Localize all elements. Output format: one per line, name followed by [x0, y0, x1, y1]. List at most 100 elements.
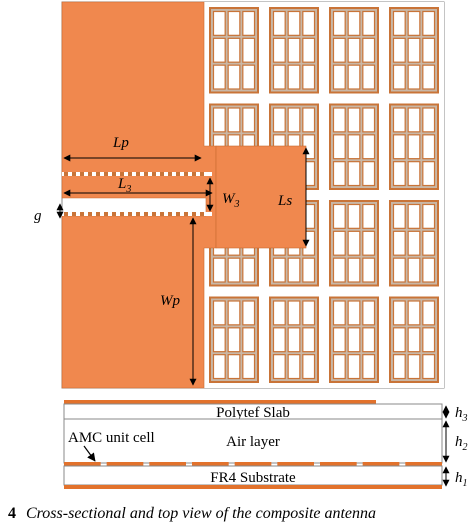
amc-segment [192, 462, 229, 466]
polytef-strip [64, 400, 376, 404]
amc-subcell [332, 134, 346, 160]
amc-subcell [422, 134, 436, 160]
amc-subcell [212, 107, 226, 133]
amc-subcell [227, 37, 241, 63]
polytef-label: Polytef Slab [216, 405, 290, 421]
gap-dash [200, 212, 204, 216]
amc-subcell [362, 230, 376, 256]
amc-segment [405, 462, 442, 466]
amc-subcell [332, 64, 346, 90]
amc-subcell [242, 107, 256, 133]
amc-segments [64, 462, 442, 466]
gap-dash [104, 172, 108, 176]
amc-segment [149, 462, 186, 466]
cross-section: Polytef Slab Air layer AMC unit cell FR4… [63, 400, 468, 489]
amc-subcell [272, 327, 286, 353]
amc-subcell [227, 107, 241, 133]
amc-subcell [407, 134, 421, 160]
gap-dash [96, 212, 100, 216]
amc-subcell [287, 354, 301, 380]
amc-subcell [422, 327, 436, 353]
amc-subcell [242, 10, 256, 36]
gap-dash [144, 172, 148, 176]
amc-subcell [272, 300, 286, 326]
amc-subcell [302, 64, 316, 90]
amc-subcell [407, 37, 421, 63]
amc-subcell [362, 10, 376, 36]
gap-dash [176, 212, 180, 216]
gap-dash [80, 172, 84, 176]
amc-subcell [287, 64, 301, 90]
amc-segment [277, 462, 314, 466]
gap-dash [152, 172, 156, 176]
amc-subcell [287, 107, 301, 133]
l3-label: L3 [117, 176, 131, 195]
amc-grid [204, 2, 444, 388]
amc-segment [64, 462, 101, 466]
amc-subcell [287, 10, 301, 36]
amc-subcell [242, 300, 256, 326]
amc-subcell [392, 203, 406, 229]
amc-subcell [362, 107, 376, 133]
amc-segment [106, 462, 144, 466]
amc-subcell [332, 230, 346, 256]
amc-subcell [407, 10, 421, 36]
amc-subcell [332, 354, 346, 380]
amc-subcell [347, 134, 361, 160]
amc-subcell [347, 327, 361, 353]
amc-subcell [392, 64, 406, 90]
amc-subcell [422, 161, 436, 187]
amc-subcell [347, 161, 361, 187]
amc-subcell [347, 64, 361, 90]
amc-subcell [272, 10, 286, 36]
amc-subcell [227, 10, 241, 36]
gap-dash [64, 172, 68, 176]
amc-subcell [347, 37, 361, 63]
amc-segment [320, 462, 357, 466]
amc-subcell [332, 37, 346, 63]
amc-subcell [212, 64, 226, 90]
amc-subcell [332, 161, 346, 187]
gap-dash [136, 172, 140, 176]
amc-subcell [302, 327, 316, 353]
amc-subcell [302, 10, 316, 36]
gap-dash [88, 212, 92, 216]
amc-subcell [362, 327, 376, 353]
amc-subcell [347, 354, 361, 380]
gap-dash [96, 172, 100, 176]
wp-label: Wp [160, 293, 180, 309]
gap-dash [200, 172, 204, 176]
amc-pointer-arrow [83, 445, 96, 462]
amc-subcell [227, 327, 241, 353]
amc-subcell [392, 107, 406, 133]
amc-subcell [272, 354, 286, 380]
gap-dash [168, 172, 172, 176]
gap-dash [160, 212, 164, 216]
gap-dash [64, 212, 68, 216]
gap-dash [184, 172, 188, 176]
gap-dash [184, 212, 188, 216]
amc-subcell [332, 257, 346, 283]
amc-subcell [362, 134, 376, 160]
amc-subcell [422, 64, 436, 90]
amc-subcell [392, 230, 406, 256]
amc-subcell [407, 107, 421, 133]
amc-subcell [407, 300, 421, 326]
amc-subcell [212, 257, 226, 283]
amc-subcell [362, 37, 376, 63]
amc-subcell [242, 327, 256, 353]
amc-subcell [212, 37, 226, 63]
amc-subcell [227, 354, 241, 380]
amc-subcell [407, 257, 421, 283]
amc-subcell [212, 300, 226, 326]
amc-subcell [392, 257, 406, 283]
amc-unit-cell-label: AMC unit cell [68, 430, 155, 446]
amc-subcell [227, 300, 241, 326]
amc-subcell [422, 107, 436, 133]
gap-dash [192, 172, 196, 176]
amc-subcell [407, 327, 421, 353]
lp-label: Lp [112, 135, 129, 151]
amc-subcell [287, 257, 301, 283]
top-view: Lp L3 W3 Ls g Wp [34, 1, 445, 389]
